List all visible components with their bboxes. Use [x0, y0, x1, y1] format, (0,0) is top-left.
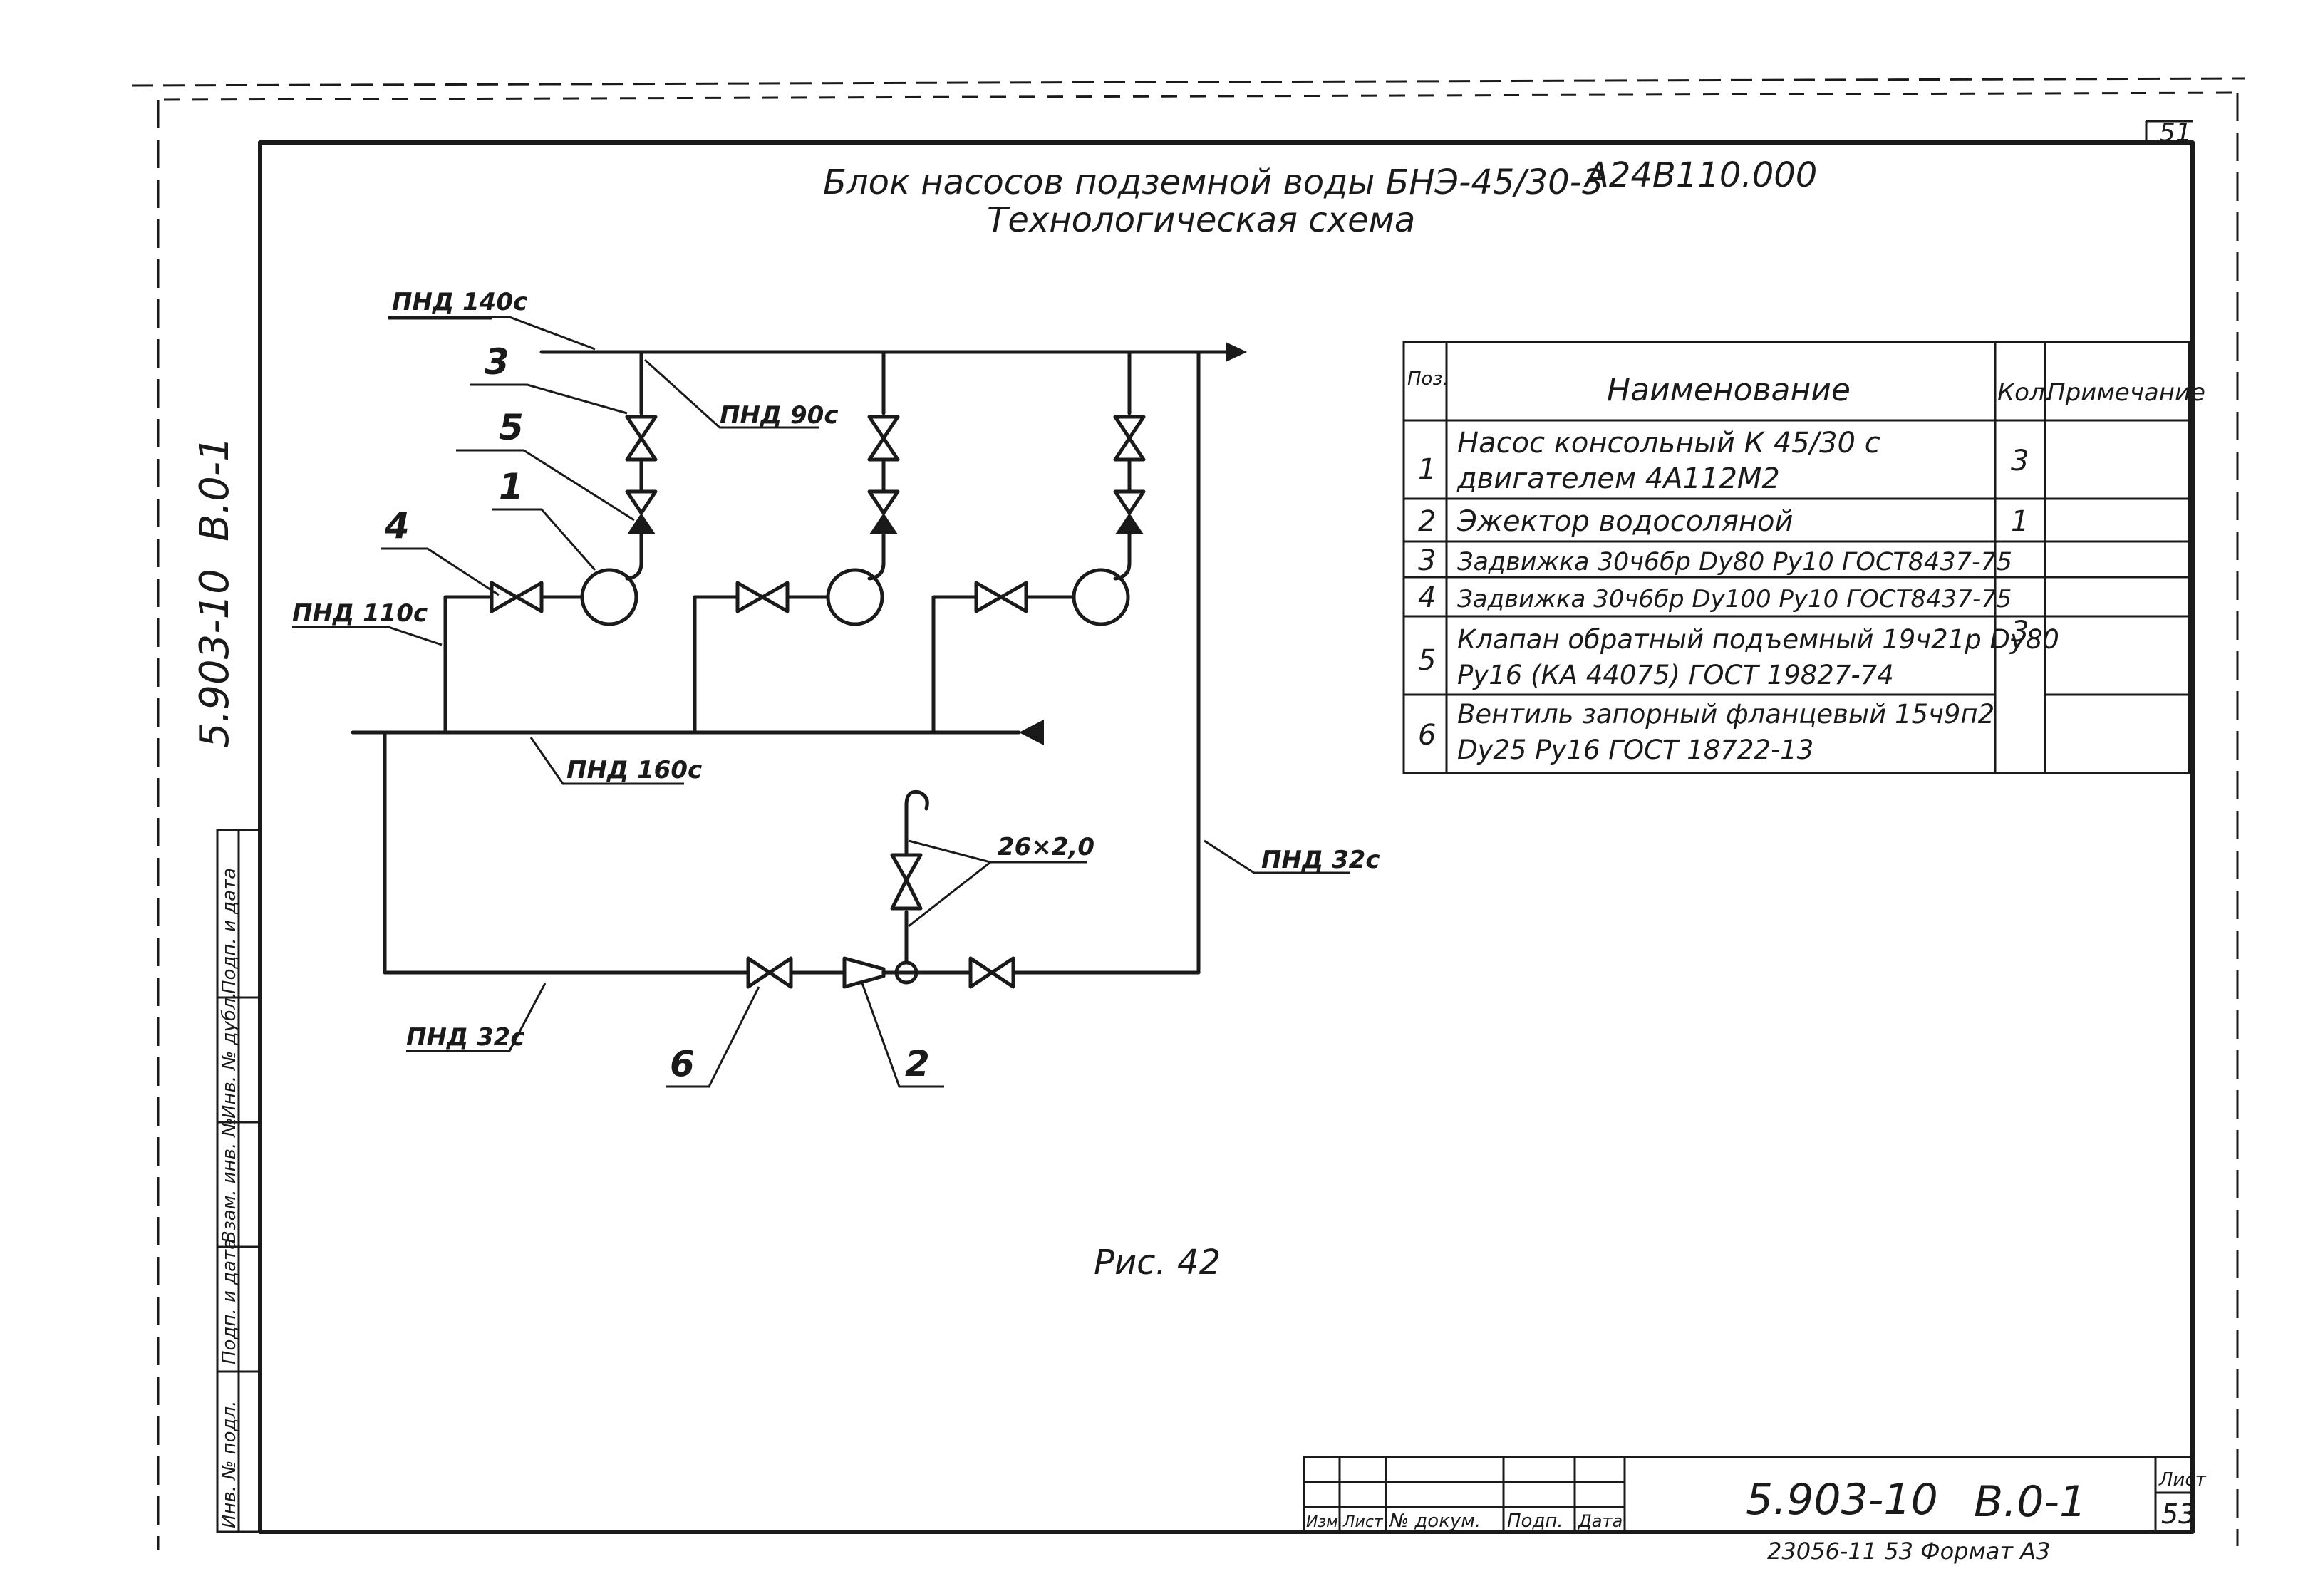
- pipe-label-left: ПНД 110с: [292, 599, 428, 628]
- callout-2: 2: [905, 1043, 930, 1084]
- pump-pos1-b: [826, 568, 884, 626]
- pipe-label-bottom: ПНД 32с: [406, 1023, 525, 1052]
- spec-row-5-pos: 5: [1418, 644, 1436, 677]
- spec-row-5-name-b: Ру16 (КА 44075) ГОСТ 19827-74: [1457, 660, 1894, 690]
- pipe-label-riser: ПНД 90с: [720, 401, 839, 430]
- tb-footer: 23056-11 53 Формат А3: [1767, 1538, 2050, 1565]
- stamp-replace-inv: Взам. инв. №: [219, 1117, 240, 1243]
- spec-row-4-qty: 3: [2011, 616, 2029, 648]
- gate-valve-pos3-a: [625, 415, 658, 462]
- scheme-subtitle: Технологическая схема: [987, 200, 1415, 240]
- dimension-label: 26×2,0: [998, 833, 1094, 861]
- check-valve-pos5-a: [625, 489, 658, 534]
- figure-caption: Рис. 42: [1094, 1243, 1221, 1282]
- spec-table: Поз. Наименование Кол. Примечание 1 Насо…: [1402, 341, 2205, 774]
- spec-row-2-pos: 2: [1418, 505, 1436, 538]
- spec-row-4-pos: 4: [1418, 581, 1436, 614]
- callout-1: 1: [499, 466, 524, 507]
- pipe-label-top: ПНД 140с: [392, 288, 527, 316]
- side-vol-code: В.0-1: [192, 436, 238, 542]
- tb-col-date: Дата: [1578, 1511, 1623, 1531]
- tb-doc-code: 5.903-10: [1746, 1475, 1938, 1525]
- pump-pos1-c: [1072, 568, 1130, 626]
- tb-col-change: Изм.: [1306, 1513, 1343, 1531]
- spec-row-1-name-b: двигателем 4А112М2: [1456, 462, 1780, 495]
- spec-row-1-qty: 3: [2011, 445, 2029, 477]
- callout-3: 3: [485, 341, 509, 383]
- pipe-label-right: ПНД 32с: [1261, 846, 1380, 874]
- spec-header-note: Примечание: [2047, 378, 2205, 407]
- pump-pos1-a: [580, 568, 638, 626]
- stamp-sign-date-1: Подп. и дата: [219, 1238, 240, 1364]
- leaders: ПНД 140с ПНД 90с ПНД 110с ПНД 160с ПНД 3…: [292, 288, 1380, 1088]
- spec-row-6-pos: 6: [1418, 719, 1436, 752]
- spec-row-4-name: Задвижка 30ч6бр Dу100 Ру10 ГОСТ8437-75: [1457, 585, 2012, 613]
- spec-row-6-name-a: Вентиль запорный фланцевый 15ч9п2: [1457, 699, 1994, 730]
- tb-col-sheet: Лист: [1342, 1513, 1384, 1531]
- sheet-corner-number: 51: [2159, 118, 2192, 147]
- spec-header-qty: Кол.: [1997, 378, 2052, 407]
- header-arrow-icon: [1226, 342, 1247, 362]
- ejector-pos2: [842, 956, 886, 989]
- callout-5: 5: [499, 407, 524, 448]
- scheme-title: Блок насосов подземной воды БНЭ-45/30-3: [823, 162, 1604, 202]
- spec-row-3-name: Задвижка 30ч6бр Dу80 Ру10 ГОСТ8437-75: [1457, 548, 2012, 576]
- left-stamp: Инв. № подл. Подп. и дата Взам. инв. № И…: [216, 829, 262, 1533]
- piping-scheme: [351, 342, 1247, 989]
- title-block: Изм. Лист № докум. Подп. Дата 5.903-10 В…: [1303, 1456, 2207, 1565]
- gate-valve-pos4-a: [490, 581, 544, 613]
- tb-sheet-label: Лист: [2158, 1469, 2207, 1491]
- stamp-inv-original: Инв. № подл.: [219, 1401, 240, 1528]
- tb-col-sign: Подп.: [1507, 1510, 1563, 1532]
- gate-valve-bottom-right: [968, 956, 1015, 989]
- spec-row-6-name-b: Dу25 Ру16 ГОСТ 18722-13: [1457, 735, 1813, 765]
- spec-row-3-pos: 3: [1418, 544, 1436, 577]
- side-doc-code: 5.903-10: [192, 569, 238, 748]
- spec-row-2-name: Эжектор водосоляной: [1456, 505, 1794, 538]
- spec-row-1-name-a: Насос консольный К 45/30 с: [1457, 427, 1880, 460]
- shutoff-valve-pos6: [746, 956, 793, 989]
- tb-col-docnum: № докум.: [1388, 1510, 1481, 1532]
- stamp-sign-date-2: Подп. и дата: [219, 868, 240, 994]
- spec-row-1-pos: 1: [1418, 453, 1436, 486]
- callout-4: 4: [384, 505, 410, 546]
- spec-header-pos: Поз.: [1407, 368, 1449, 390]
- tb-sheet-number: 53: [2161, 1498, 2195, 1530]
- spec-row-2-qty: 1: [2011, 505, 2029, 538]
- sheet-trim-border: [131, 77, 2245, 1550]
- spec-row-5-name-a: Клапан обратный подъемный 19ч21р Dу80: [1457, 624, 2059, 655]
- tb-vol-code: В.0-1: [1974, 1477, 2086, 1527]
- spec-header-name: Наименование: [1607, 372, 1851, 408]
- callout-6: 6: [670, 1043, 695, 1084]
- pipe-label-collector: ПНД 160с: [566, 756, 702, 784]
- stamp-inv-duplicate: Инв. № дубл.: [219, 992, 240, 1119]
- scheme-code: А24В110.000: [1583, 155, 1817, 195]
- collector-end-icon: [1019, 720, 1044, 745]
